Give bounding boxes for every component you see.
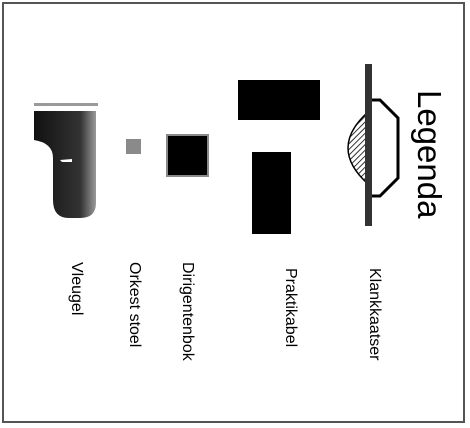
acoustic-reflector-symbol bbox=[347, 64, 400, 226]
label-dirigentenbok: Dirigentenbok bbox=[179, 262, 196, 361]
orchestra-chair-symbol bbox=[126, 139, 141, 154]
label-orkest-stoel: Orkest stoel bbox=[126, 262, 143, 348]
grand-piano-symbol bbox=[34, 103, 98, 218]
stage-riser-symbol bbox=[238, 80, 320, 234]
label-praktikabel: Praktikabel bbox=[282, 268, 299, 348]
conductor-podium-symbol bbox=[166, 134, 209, 177]
legend-title: Legenda bbox=[411, 90, 448, 219]
label-klankkaatser: Klankkaatser bbox=[366, 268, 383, 361]
label-vleugel: Vleugel bbox=[68, 262, 85, 316]
